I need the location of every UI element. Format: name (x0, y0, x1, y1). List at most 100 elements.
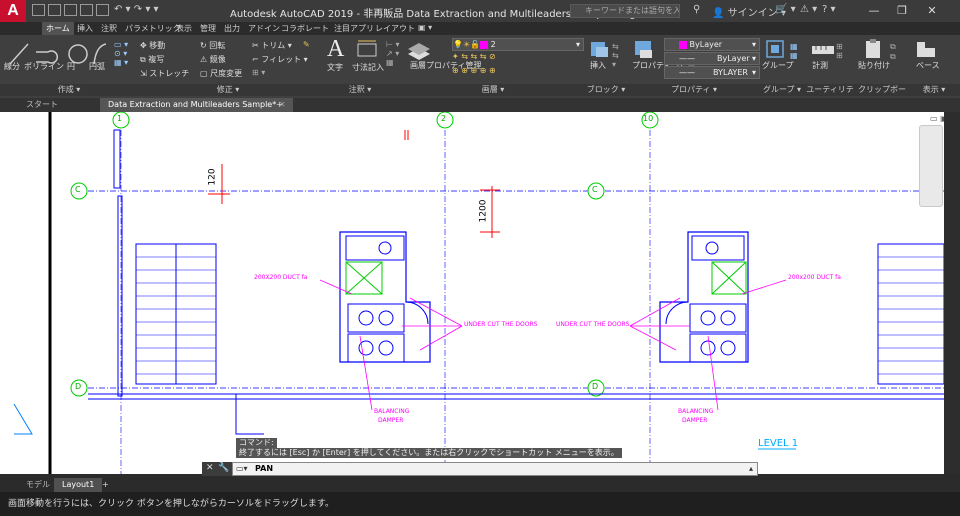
dimension-label[interactable]: 寸法記入 (352, 63, 384, 72)
tab-layout[interactable]: レイアウト (375, 24, 415, 33)
search-input[interactable]: キーワードまたは語句を入力 (570, 4, 680, 18)
tab-drawing[interactable]: Data Extraction and Multileaders Sample*… (100, 98, 294, 112)
utility-tools-icon[interactable]: ⊞⊞ (836, 42, 843, 60)
paste-label[interactable]: 貼り付け (858, 61, 890, 70)
title-bar (0, 0, 960, 22)
insert-label[interactable]: 挿入 (590, 61, 606, 70)
text-label[interactable]: 文字 (327, 63, 343, 72)
draw-small-tools-icon[interactable]: ▭ ▾⊙ ▾▦ ▾ (114, 40, 129, 67)
layer-properties-icon[interactable] (404, 38, 434, 60)
tab-start[interactable]: スタート (26, 100, 58, 109)
customize-command-icon[interactable]: 🔧 (218, 463, 230, 473)
base-view-icon[interactable] (914, 38, 938, 60)
match-properties-icon[interactable] (632, 38, 656, 60)
drawing-canvas[interactable]: 1 2 10 C C D D 120 1200 200X200 DUCT fa … (0, 112, 944, 474)
open-file-icon[interactable] (48, 4, 61, 16)
close-tab-icon[interactable]: ✕ (278, 100, 286, 109)
tab-addins[interactable]: アドイン (248, 24, 280, 33)
insert-block-icon[interactable] (588, 38, 612, 60)
save-as-icon[interactable] (80, 4, 93, 16)
tab-parametric[interactable]: パラメトリック (125, 24, 181, 33)
pen-icon[interactable]: ✎ (303, 40, 310, 49)
draw-panel-title[interactable]: 作成 ▾ (0, 84, 138, 96)
array-icon[interactable]: ⊞ ▾ (252, 68, 266, 77)
copy-button[interactable]: ⧉ 複写 (140, 55, 165, 64)
command-line-input[interactable]: ▭▾ PAN ▴ (232, 462, 758, 476)
color-dropdown[interactable]: ByLayer▾ (664, 38, 760, 51)
dimension-icon[interactable] (355, 38, 381, 60)
linetype-dropdown[interactable]: ——ByLayer▾ (664, 52, 760, 65)
tab-view[interactable]: 表示 (176, 24, 192, 33)
vertical-scrollbar[interactable] (944, 112, 960, 474)
tab-featured-apps[interactable]: 注目アプリ (334, 24, 374, 33)
a360-icon[interactable]: ⚠ ▾ (800, 4, 818, 15)
layers-panel-title[interactable]: 画層 ▾ (402, 84, 584, 96)
tab-home[interactable]: ホーム (42, 22, 74, 35)
trim-button[interactable]: ✂ トリム ▾ (252, 41, 292, 50)
close-button[interactable]: ✕ (927, 4, 937, 17)
tab-insert[interactable]: 挿入 (77, 24, 93, 33)
autocad-logo[interactable]: A (0, 0, 26, 22)
match-properties-label[interactable]: プロパティコピー (632, 60, 696, 71)
layer-dropdown[interactable]: 💡☀🔓 2 ▾ (452, 38, 584, 51)
signin-button[interactable]: 👤 サインイン ▾ (712, 8, 786, 19)
command-history-toggle-icon[interactable]: ▴ (748, 464, 753, 473)
new-tab-button[interactable]: + (276, 100, 283, 109)
measure-icon[interactable] (810, 40, 836, 58)
block-panel-title[interactable]: ブロック ▾ (584, 84, 628, 96)
base-label[interactable]: ベース (916, 61, 940, 70)
stretch-button[interactable]: ⇲ ストレッチ (140, 69, 190, 78)
layer-tools-row1-icon[interactable]: ✦ ⇆ ⇆ ⇆ ⊘ (452, 52, 496, 61)
navigation-bar[interactable] (919, 125, 943, 207)
tab-model[interactable]: モデル (26, 480, 50, 489)
binoculars-icon[interactable]: ⚲ (693, 4, 701, 15)
fillet-button[interactable]: ⌐ フィレット ▾ (252, 55, 308, 64)
help-icon[interactable]: ? ▾ (822, 4, 836, 15)
group-label[interactable]: グループ (762, 61, 794, 70)
arc-label[interactable]: 円弧 (89, 62, 105, 71)
paste-icon[interactable] (862, 38, 886, 60)
mirror-button[interactable]: ⚠ 鏡像 (200, 55, 226, 64)
annotation-tools-icon[interactable]: ⊢ ▾↗ ▾▦ (386, 40, 400, 67)
utilities-panel-title[interactable]: ユーティリティ ▾ (804, 84, 856, 106)
tab-annotate[interactable]: 注釈 (101, 24, 117, 33)
line-label[interactable]: 線分 (4, 62, 20, 71)
tab-layout1[interactable]: Layout1 (54, 478, 103, 492)
restore-button[interactable]: ❐ (897, 4, 907, 17)
layer-tools-row2-icon[interactable]: ⊕ ⊕ ⊕ ⊕ ⊕ (452, 66, 496, 75)
tab-output[interactable]: 出力 (224, 24, 240, 33)
draw-tools-icon[interactable] (6, 38, 106, 68)
exchange-icon[interactable]: 🛒 ▾ (775, 4, 796, 15)
clipboard-panel-title[interactable]: クリップボード (856, 84, 908, 106)
block-tools-icon[interactable]: ⇆⇆▾ (612, 42, 619, 69)
ribbon-toggle-icon[interactable]: ▣ ▾ (418, 23, 433, 32)
move-button[interactable]: ✥ 移動 (140, 41, 166, 50)
copy-clip-icon[interactable]: ⧉⧉ (890, 42, 896, 61)
plot-icon[interactable] (96, 4, 109, 16)
group-tools-icon[interactable]: ▦▦ (790, 42, 798, 60)
close-command-icon[interactable]: ✕ (206, 463, 214, 473)
undo-icon[interactable]: ↶ ▾ ↷ ▾ ▾ (114, 4, 159, 15)
add-layout-button[interactable]: + (102, 480, 109, 489)
measure-label[interactable]: 計測 (812, 61, 828, 70)
properties-panel-title[interactable]: プロパティ ▾ (628, 84, 760, 96)
new-file-icon[interactable] (32, 4, 45, 16)
text-icon[interactable]: A (327, 36, 345, 62)
save-icon[interactable] (64, 4, 77, 16)
view-panel-title[interactable]: 表示 ▾ (908, 84, 960, 96)
layer-properties-label[interactable]: 画層プロパティ管理 (410, 61, 482, 70)
circle-label[interactable]: 円 (67, 62, 75, 71)
rotate-button[interactable]: ↻ 回転 (200, 41, 226, 50)
scale-button[interactable]: ▢ 尺度変更 (200, 69, 243, 78)
viewport-controls-icon[interactable]: ▭ ▣ ✕ (930, 114, 957, 123)
lineweight-dropdown[interactable]: ——BYLAYER▾ (664, 66, 760, 79)
dimension-120: 120 (207, 168, 218, 186)
groups-panel-title[interactable]: グループ ▾ (760, 84, 804, 96)
minimize-button[interactable]: — (868, 4, 880, 17)
polyline-label[interactable]: ポリライン (24, 62, 64, 71)
modify-panel-title[interactable]: 修正 ▾ (138, 84, 318, 96)
annotation-panel-title[interactable]: 注釈 ▾ (318, 84, 402, 96)
tab-manage[interactable]: 管理 (200, 24, 216, 33)
tab-collaborate[interactable]: コラボレート (281, 24, 329, 33)
group-icon[interactable] (764, 38, 788, 60)
